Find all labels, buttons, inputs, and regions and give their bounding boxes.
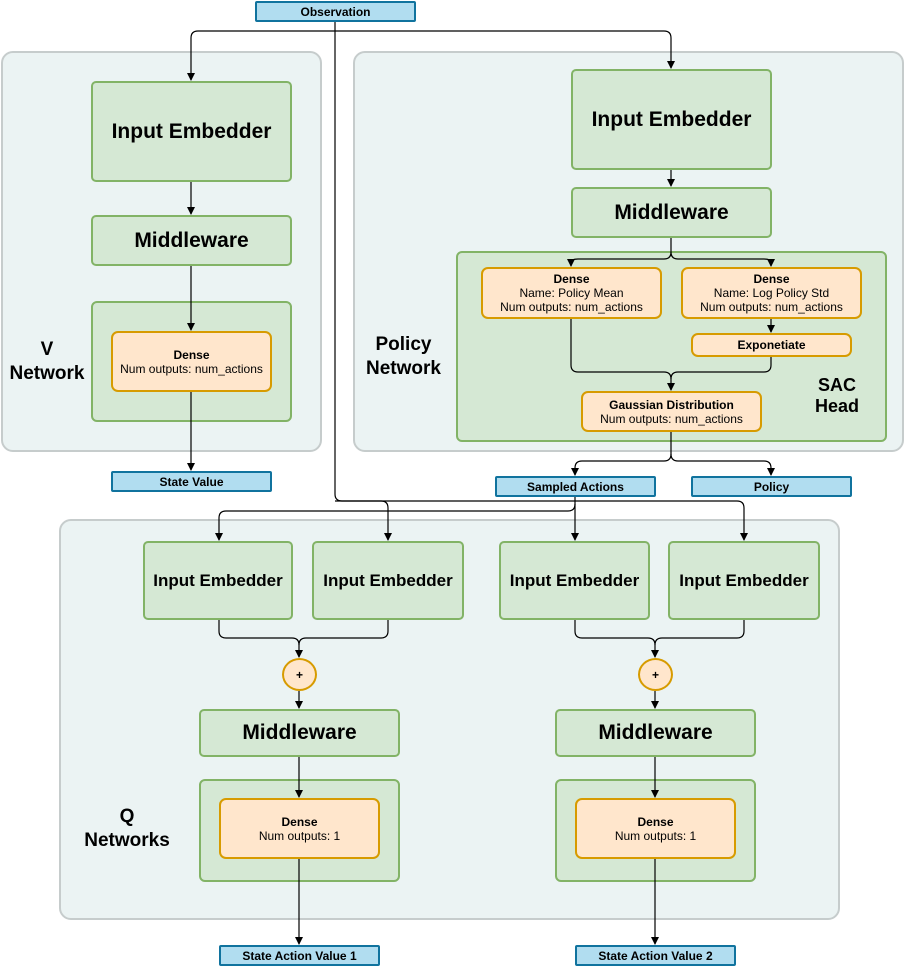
v-input-embedder: Input Embedder — [91, 81, 292, 182]
q-networks-label: Q Networks — [84, 806, 170, 851]
dense-policy-mean: Dense Name: Policy Mean Num outputs: num… — [481, 267, 662, 319]
q2-input-embedder-action: Input Embedder — [668, 541, 820, 620]
q2-middleware: Middleware — [555, 709, 756, 757]
v-dense-layer: Dense Num outputs: num_actions — [111, 331, 272, 392]
q1-middleware: Middleware — [199, 709, 400, 757]
policy-network-label: Policy Network — [366, 334, 441, 379]
dense-log-policy-std: Dense Name: Log Policy Std Num outputs: … — [681, 267, 862, 319]
policy-middleware: Middleware — [571, 187, 772, 238]
q1-input-embedder-observation: Input Embedder — [143, 541, 293, 620]
gaussian-to-policy — [670, 453, 775, 476]
state-value-output: State Value — [111, 471, 272, 492]
gaussian-distribution: Gaussian Distribution Num outputs: num_a… — [581, 391, 762, 432]
q2-input-embedder-observation: Input Embedder — [499, 541, 650, 620]
exponentiate-block: Exponetiate — [691, 333, 852, 357]
sac-head-label: SAC Head — [814, 375, 859, 416]
policy-input-embedder: Input Embedder — [571, 69, 772, 170]
q2-dense-layer: Dense Num outputs: 1 — [575, 798, 736, 859]
policy-output: Policy — [691, 476, 852, 497]
v-middleware: Middleware — [91, 215, 292, 266]
state-action-value-2-output: State Action Value 2 — [575, 945, 736, 966]
q1-add-operator: + — [282, 658, 317, 691]
sampled-actions-output: Sampled Actions — [495, 476, 656, 497]
q2-add-operator: + — [638, 658, 673, 691]
state-action-value-1-output: State Action Value 1 — [219, 945, 380, 966]
q1-dense-layer: Dense Num outputs: 1 — [219, 798, 380, 859]
observation-input: Observation — [255, 1, 416, 22]
q1-input-embedder-action: Input Embedder — [312, 541, 464, 620]
v-network-label: V Network — [9, 339, 85, 384]
